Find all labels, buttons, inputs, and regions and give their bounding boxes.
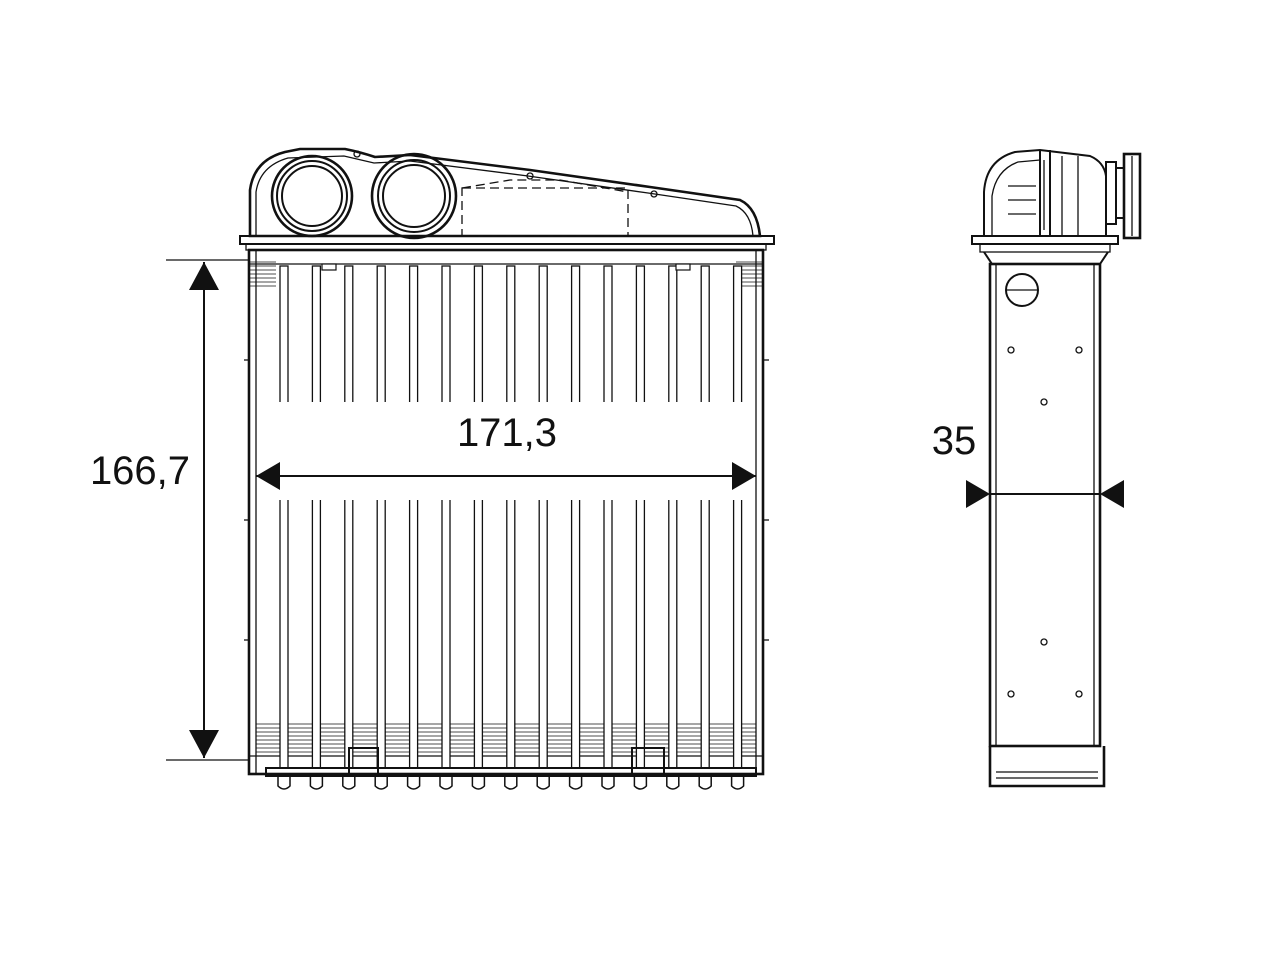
core-tube — [344, 265, 354, 769]
depth-dimension: 35 — [932, 419, 1124, 508]
core-tab — [321, 263, 337, 271]
tube-fitting — [536, 776, 550, 790]
depth-label: 35 — [932, 419, 977, 463]
side-view — [971, 148, 1142, 788]
height-label: 166,7 — [90, 449, 190, 493]
core-tube — [538, 265, 548, 769]
height-dimension: 166,7 — [90, 259, 248, 761]
bottom-hatch — [256, 723, 756, 753]
width-arrow-right — [732, 462, 756, 490]
core-tube — [635, 265, 646, 769]
tube-fitting — [601, 776, 615, 790]
tube-fitting — [666, 776, 680, 790]
tube-fitting — [439, 776, 453, 790]
core-tube — [732, 265, 743, 769]
core-tubes — [279, 263, 743, 769]
top-tank — [239, 147, 775, 251]
core-tube — [376, 265, 386, 769]
tube-fitting — [277, 776, 291, 790]
front-view — [239, 147, 775, 790]
tube-fitting — [374, 776, 388, 790]
inlet-pipe — [270, 154, 354, 238]
side-pipe — [983, 148, 1142, 240]
tube-fitting — [342, 776, 356, 790]
width-label: 171,3 — [457, 411, 557, 455]
core-tube — [506, 265, 516, 769]
width-arrow-left — [256, 462, 280, 490]
height-arrow-bottom — [189, 730, 219, 758]
depth-arrow-left — [966, 480, 990, 508]
depth-arrow-right — [1100, 480, 1124, 508]
bottom-fittings — [277, 776, 745, 790]
core-tube — [603, 265, 613, 769]
tube-fitting — [698, 776, 712, 790]
tube-fitting — [633, 776, 648, 790]
tube-fitting — [309, 776, 324, 790]
core-tube — [668, 265, 678, 769]
tube-fitting — [406, 776, 421, 790]
core-tube — [570, 265, 581, 769]
core-tube — [408, 265, 419, 769]
tube-fitting — [730, 776, 745, 790]
core-tab — [675, 263, 691, 271]
tube-fitting — [568, 776, 583, 790]
width-dimension: 171,3 — [256, 402, 756, 500]
core-tube — [441, 265, 451, 769]
height-arrow-top — [189, 262, 219, 290]
core-tube — [700, 265, 710, 769]
core-tube — [473, 265, 484, 769]
outlet-pipe — [370, 152, 458, 240]
tube-fitting — [471, 776, 486, 790]
core-tube — [279, 265, 289, 769]
tube-fitting — [504, 776, 518, 790]
side-rivets — [1007, 346, 1083, 698]
core-tube — [311, 265, 322, 769]
